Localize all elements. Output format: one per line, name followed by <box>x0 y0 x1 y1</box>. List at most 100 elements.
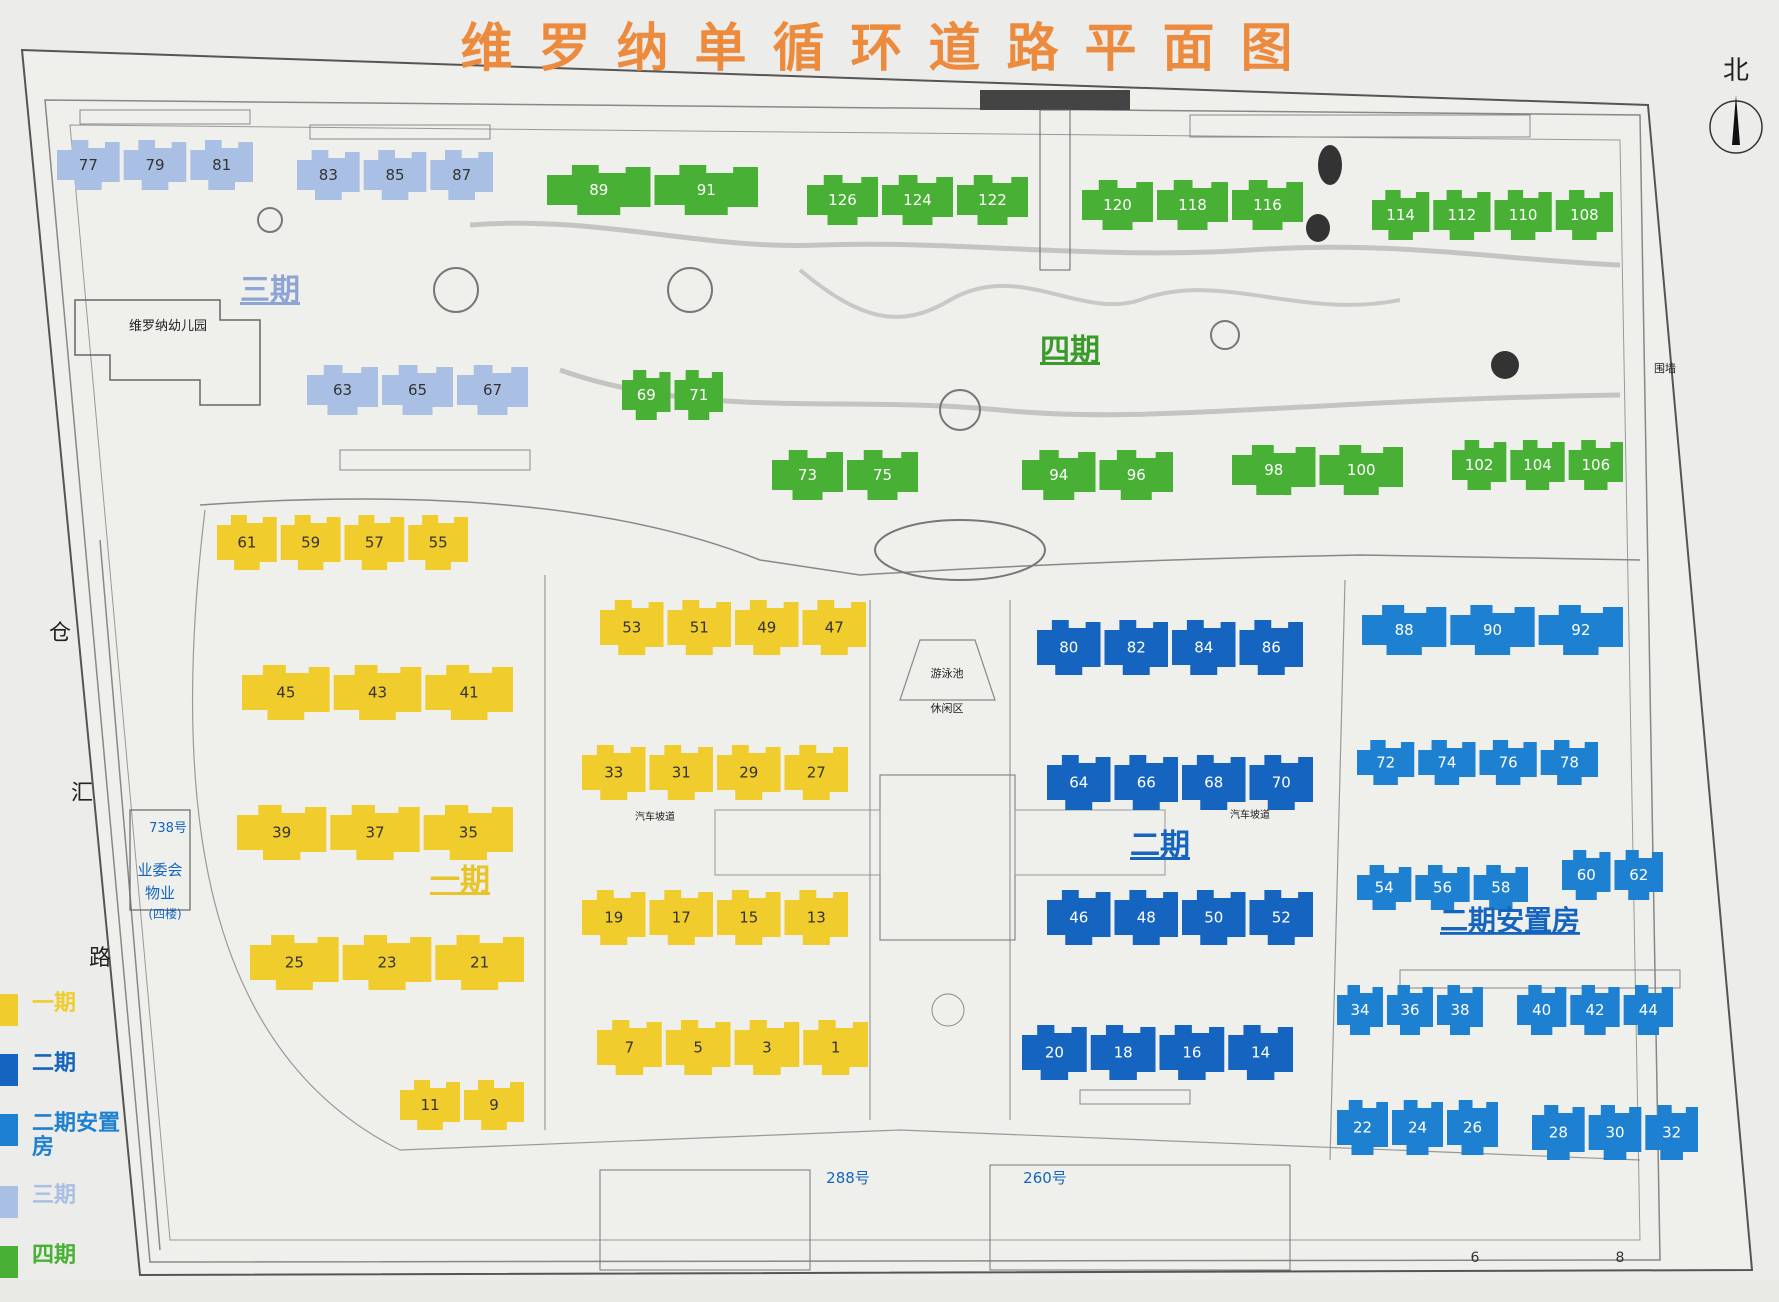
building-47 <box>802 600 866 655</box>
phase-label-phase3: 三期 <box>240 273 300 308</box>
building-number-32: 32 <box>1662 1124 1681 1142</box>
building-7 <box>597 1020 662 1075</box>
building-number-80: 80 <box>1059 639 1078 657</box>
building-106 <box>1568 440 1623 490</box>
building-number-69: 69 <box>637 386 656 404</box>
building-number-120: 120 <box>1103 196 1132 214</box>
building-90 <box>1450 605 1535 655</box>
facility-kindergarten: 维罗纳幼儿园 <box>129 319 207 334</box>
legend-item-phase2_resettlement: 二期安置房 <box>0 1110 140 1182</box>
building-91 <box>654 165 758 215</box>
facility-pool: 游泳池 <box>931 666 964 680</box>
building-54 <box>1357 865 1412 910</box>
building-20 <box>1022 1025 1087 1080</box>
dark-feature-2 <box>1306 214 1330 242</box>
building-number-56: 56 <box>1433 879 1452 897</box>
south-road <box>191 509 1641 1161</box>
building-number-100: 100 <box>1347 461 1376 479</box>
building-number-31: 31 <box>672 764 691 782</box>
building-number-67: 67 <box>483 381 502 399</box>
building-number-42: 42 <box>1585 1001 1604 1019</box>
building-25 <box>250 935 339 990</box>
building-number-23: 23 <box>377 954 396 972</box>
building-number-84: 84 <box>1194 639 1213 657</box>
building-number-30: 30 <box>1605 1124 1624 1142</box>
building-34 <box>1337 985 1383 1035</box>
building-108 <box>1555 190 1613 240</box>
building-number-35: 35 <box>459 824 478 842</box>
building-77 <box>57 140 120 190</box>
legend-label: 三期 <box>32 1183 77 1208</box>
legend-swatch <box>0 1186 18 1218</box>
building-number-44: 44 <box>1639 1001 1658 1019</box>
building-number-5: 5 <box>693 1039 703 1057</box>
building-36 <box>1387 985 1433 1035</box>
building-92 <box>1538 605 1623 655</box>
building-number-71: 71 <box>689 386 708 404</box>
building-number-106: 106 <box>1582 456 1611 474</box>
building-number-7: 7 <box>625 1039 635 1057</box>
building-86 <box>1239 620 1303 675</box>
building-number-21: 21 <box>470 954 489 972</box>
building-number-91: 91 <box>697 181 716 199</box>
north-gate <box>980 90 1130 110</box>
building-24 <box>1392 1100 1443 1155</box>
building-84 <box>1172 620 1236 675</box>
building-83 <box>297 150 360 200</box>
building-number-11: 11 <box>420 1096 439 1114</box>
building-number-73: 73 <box>798 466 817 484</box>
building-number-66: 66 <box>1137 774 1156 792</box>
building-number-89: 89 <box>589 181 608 199</box>
north-entry-path <box>1039 109 1071 271</box>
building-number-96: 96 <box>1127 466 1146 484</box>
dark-feature-3 <box>1491 351 1519 379</box>
facility-owners-committee: 业委会 <box>137 861 182 879</box>
building-81 <box>190 140 253 190</box>
compass-icon <box>1709 95 1763 154</box>
building-40 <box>1517 985 1567 1035</box>
building-124 <box>882 175 953 225</box>
building-number-17: 17 <box>672 909 691 927</box>
building-53 <box>600 600 664 655</box>
building-number-92: 92 <box>1571 621 1590 639</box>
building-23 <box>342 935 432 990</box>
building-78 <box>1540 740 1598 785</box>
building-70 <box>1249 755 1313 810</box>
building-number-122: 122 <box>978 191 1007 209</box>
building-61 <box>217 515 277 570</box>
building-number-104: 104 <box>1523 456 1552 474</box>
phase-divider-road <box>199 498 1641 576</box>
building-80 <box>1037 620 1101 675</box>
building-number-16: 16 <box>1182 1044 1201 1062</box>
building-number-60: 60 <box>1577 866 1596 884</box>
bottom-number: 8 <box>1616 1250 1625 1266</box>
building-60 <box>1562 850 1611 900</box>
plaza-west <box>714 809 881 876</box>
street-name-char: 汇 <box>71 781 93 806</box>
building-number-53: 53 <box>622 619 641 637</box>
building-number-110: 110 <box>1509 206 1538 224</box>
legend-label: 二期 <box>32 1051 77 1076</box>
legend-swatch <box>0 1054 18 1086</box>
building-35 <box>423 805 513 860</box>
legend-label: 二期安置房 <box>32 1111 121 1160</box>
building-number-3: 3 <box>762 1039 772 1057</box>
facility-wall: 围墙 <box>1654 361 1676 375</box>
building-76 <box>1479 740 1537 785</box>
building-number-61: 61 <box>237 534 256 552</box>
building-16 <box>1159 1025 1225 1080</box>
building-number-116: 116 <box>1253 196 1282 214</box>
building-14 <box>1228 1025 1293 1080</box>
building-51 <box>667 600 731 655</box>
winding-path-1 <box>469 220 1621 268</box>
building-62 <box>1614 850 1663 900</box>
building-64 <box>1047 755 1111 810</box>
building-17 <box>649 890 713 945</box>
building-738-outline <box>129 809 191 911</box>
building-87 <box>430 150 493 200</box>
building-37 <box>330 805 420 860</box>
building-number-18: 18 <box>1114 1044 1133 1062</box>
building-number-19: 19 <box>604 909 623 927</box>
building-number-64: 64 <box>1069 774 1088 792</box>
